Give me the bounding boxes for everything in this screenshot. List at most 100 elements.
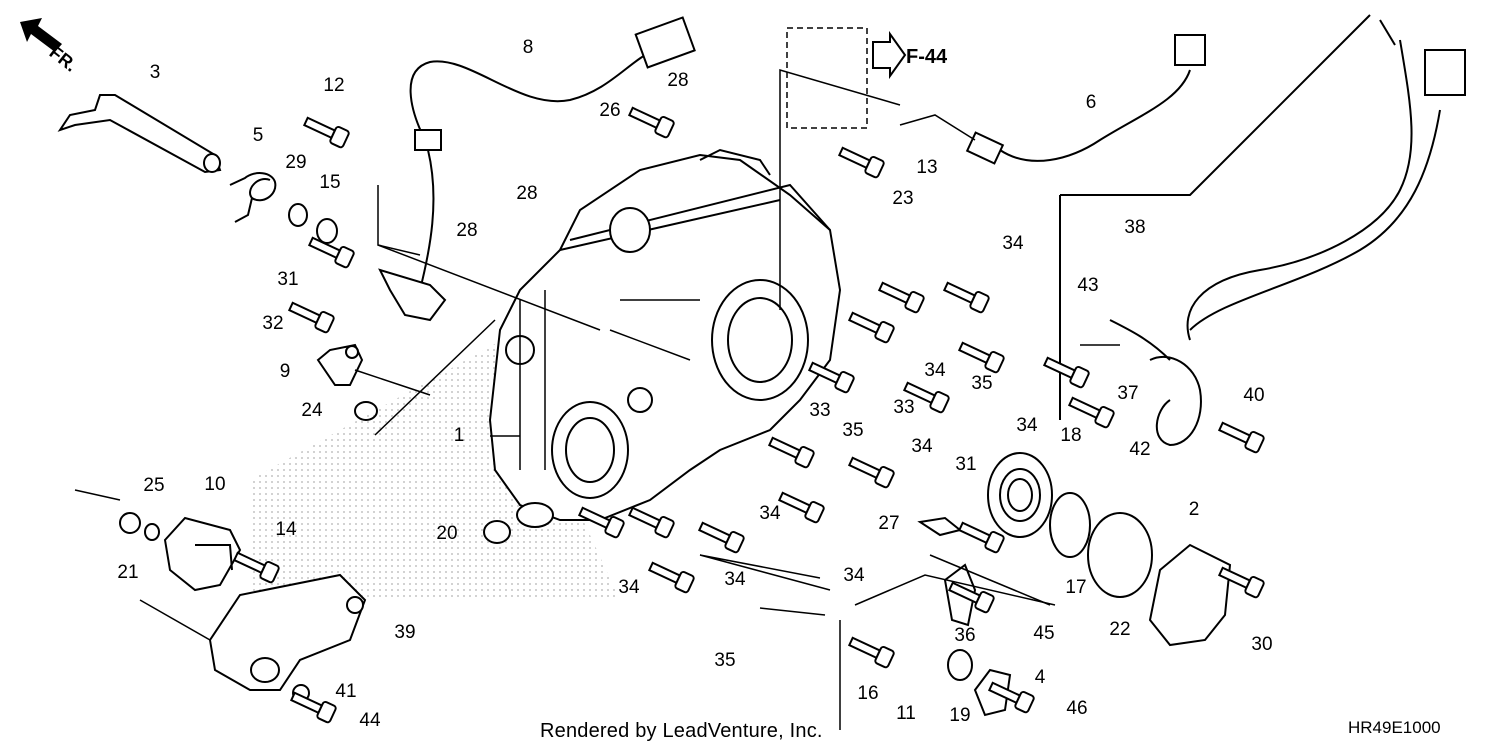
rear-case-cover: [488, 148, 842, 528]
flange-bolt: [847, 636, 895, 669]
direction-arrow: [20, 18, 62, 52]
callout[interactable]: 24: [301, 400, 323, 421]
snap-ring-17: [1049, 492, 1091, 558]
callout[interactable]: 28: [456, 220, 478, 241]
flange-bolt: [577, 506, 625, 539]
callout[interactable]: 1: [453, 425, 465, 446]
callout[interactable]: 40: [1243, 385, 1265, 406]
flange-bolt: [987, 681, 1035, 714]
flange-bolt: [837, 146, 885, 179]
sensor-9: [316, 343, 364, 386]
leader-lines: [74, 69, 1120, 730]
callout[interactable]: 34: [1002, 233, 1024, 254]
flange-bolt: [902, 381, 950, 414]
o-ring-22: [1087, 512, 1153, 598]
callout[interactable]: 41: [335, 681, 357, 702]
callout[interactable]: 36: [954, 625, 976, 646]
gearshift-spindle: [57, 94, 222, 174]
reference-box: [786, 27, 868, 129]
washers-21-25: [119, 512, 160, 541]
wire-harness-8: [378, 16, 696, 322]
callout[interactable]: 29: [285, 152, 307, 173]
callout[interactable]: 35: [971, 373, 993, 394]
o-ring-24: [354, 401, 378, 421]
callout[interactable]: 35: [714, 650, 736, 671]
callout[interactable]: 34: [843, 565, 865, 586]
callout[interactable]: 25: [143, 475, 165, 496]
flange-bolt: [287, 301, 335, 334]
callout[interactable]: 9: [279, 361, 291, 382]
callout[interactable]: 37: [1117, 383, 1139, 404]
callout[interactable]: 31: [277, 269, 299, 290]
callout[interactable]: 3: [149, 62, 161, 83]
callout[interactable]: 20: [436, 523, 458, 544]
callout[interactable]: 12: [323, 75, 345, 96]
callout[interactable]: 4: [1034, 667, 1046, 688]
flange-bolt: [777, 491, 825, 524]
callout[interactable]: 34: [724, 569, 746, 590]
callout[interactable]: 42: [1129, 439, 1151, 460]
callout[interactable]: 26: [599, 100, 621, 121]
callout[interactable]: 34: [1016, 415, 1038, 436]
callout[interactable]: 33: [809, 400, 831, 421]
callout[interactable]: 22: [1109, 619, 1131, 640]
callout[interactable]: 32: [262, 313, 284, 334]
flange-bolt: [647, 561, 695, 594]
callout[interactable]: 2: [1188, 499, 1200, 520]
credit-text: Rendered by LeadVenture, Inc.: [540, 720, 823, 742]
callout[interactable]: 5: [252, 125, 264, 146]
flange-bolt: [1067, 396, 1115, 429]
callout[interactable]: 17: [1065, 577, 1087, 598]
flange-bolt: [307, 236, 355, 269]
sensor-10: [163, 516, 242, 592]
return-spring: [229, 172, 277, 223]
clip-27: [917, 516, 963, 537]
flange-bolt: [807, 361, 855, 394]
flange-bolt: [697, 521, 745, 554]
callout[interactable]: 44: [359, 710, 381, 731]
callout[interactable]: 45: [1033, 623, 1055, 644]
callout[interactable]: 34: [618, 577, 640, 598]
box-outline-38: [1059, 14, 1371, 420]
callout[interactable]: 28: [667, 70, 689, 91]
flange-bolt: [627, 506, 675, 539]
callout[interactable]: 30: [1251, 634, 1273, 655]
callout[interactable]: 10: [204, 474, 226, 495]
callout[interactable]: 21: [117, 562, 139, 583]
bearing-18: [987, 452, 1053, 538]
callout[interactable]: 28: [516, 183, 538, 204]
callout[interactable]: 8: [522, 37, 534, 58]
bracket-39: [208, 573, 367, 691]
callout[interactable]: 38: [1124, 217, 1146, 238]
flange-bolt: [302, 116, 350, 149]
sensor-harness-6: [965, 34, 1206, 165]
callout[interactable]: 23: [892, 188, 914, 209]
diagram-code: HR49E1000: [1348, 718, 1441, 737]
reference-label[interactable]: F-44: [906, 46, 948, 68]
callout[interactable]: 18: [1060, 425, 1082, 446]
wire-harness-38: [1109, 19, 1466, 447]
callout[interactable]: 33: [893, 397, 915, 418]
callout[interactable]: 34: [924, 360, 946, 381]
callout[interactable]: 35: [842, 420, 864, 441]
callout[interactable]: 15: [319, 172, 341, 193]
flange-bolt: [942, 281, 990, 314]
flange-bolt: [627, 106, 675, 139]
callout[interactable]: 13: [916, 157, 938, 178]
callout[interactable]: 34: [759, 503, 781, 524]
callout[interactable]: 19: [949, 705, 971, 726]
callout[interactable]: 43: [1077, 275, 1099, 296]
callout[interactable]: 39: [394, 622, 416, 643]
callout[interactable]: 6: [1085, 92, 1097, 113]
callout[interactable]: 11: [896, 703, 916, 724]
callout[interactable]: 14: [275, 519, 297, 540]
flange-bolt: [847, 456, 895, 489]
callout[interactable]: 16: [857, 683, 879, 704]
callout[interactable]: 27: [878, 513, 900, 534]
reference-arrow: [872, 30, 907, 80]
flange-bolt: [1042, 356, 1090, 389]
callout[interactable]: 46: [1066, 698, 1088, 719]
callout[interactable]: 34: [911, 436, 933, 457]
callout[interactable]: 31: [955, 454, 977, 475]
